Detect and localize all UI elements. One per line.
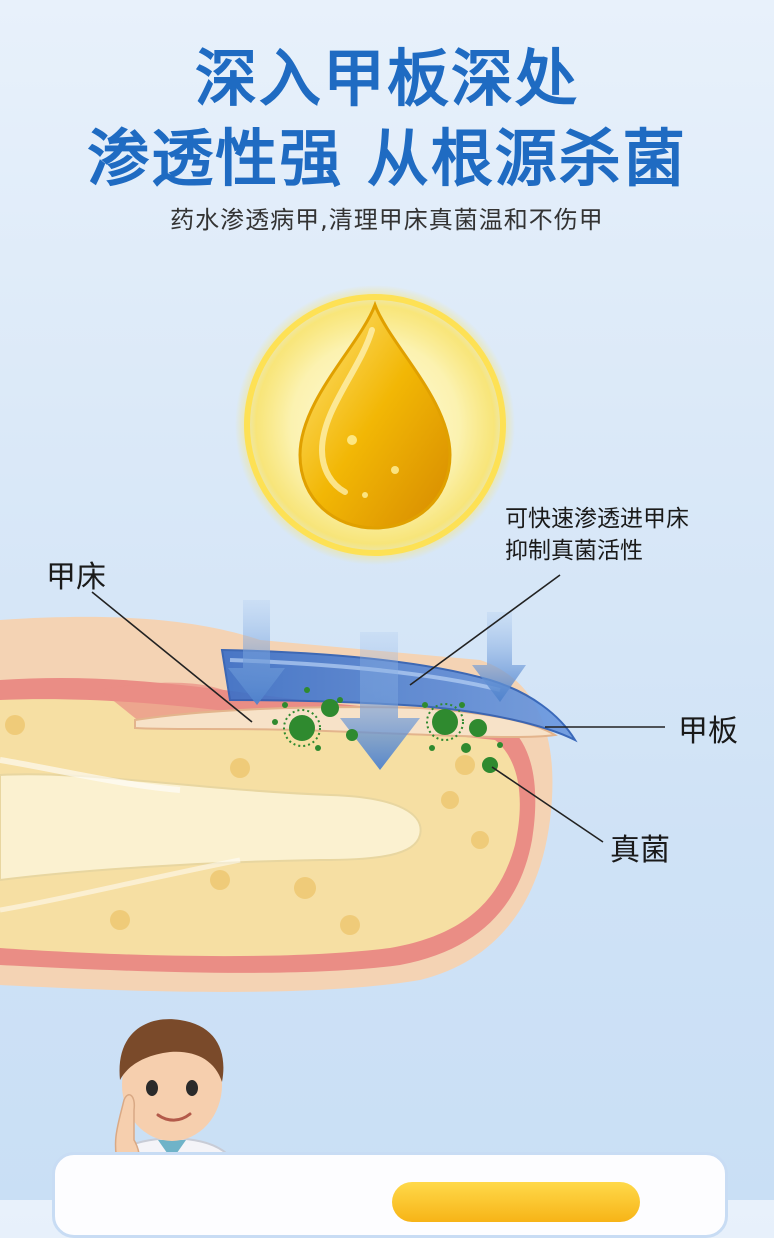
subtitle: 药水渗透病甲,清理甲床真菌温和不伤甲 xyxy=(170,206,604,234)
callout-line2: 抑制真菌活性 xyxy=(505,538,643,564)
nail-diagram xyxy=(0,285,665,1200)
label-fungus: 真菌 xyxy=(610,833,670,868)
callout-penetration: 可快速渗透进甲床 抑制真菌活性 xyxy=(505,503,689,567)
yellow-pill-button[interactable] xyxy=(392,1182,640,1222)
down-arrow-icon xyxy=(228,600,526,770)
headline-line1: 深入甲板深处 xyxy=(194,42,579,115)
callout-line1: 可快速渗透进甲床 xyxy=(505,506,689,532)
label-nail-bed: 甲床 xyxy=(46,560,106,595)
finger-cross-section xyxy=(0,616,558,992)
label-nail-plate: 甲板 xyxy=(678,714,738,749)
headline-line2: 渗透性强 从根源杀菌 xyxy=(87,122,687,195)
fungus-icon xyxy=(272,687,503,773)
oil-drop-icon xyxy=(235,285,515,565)
